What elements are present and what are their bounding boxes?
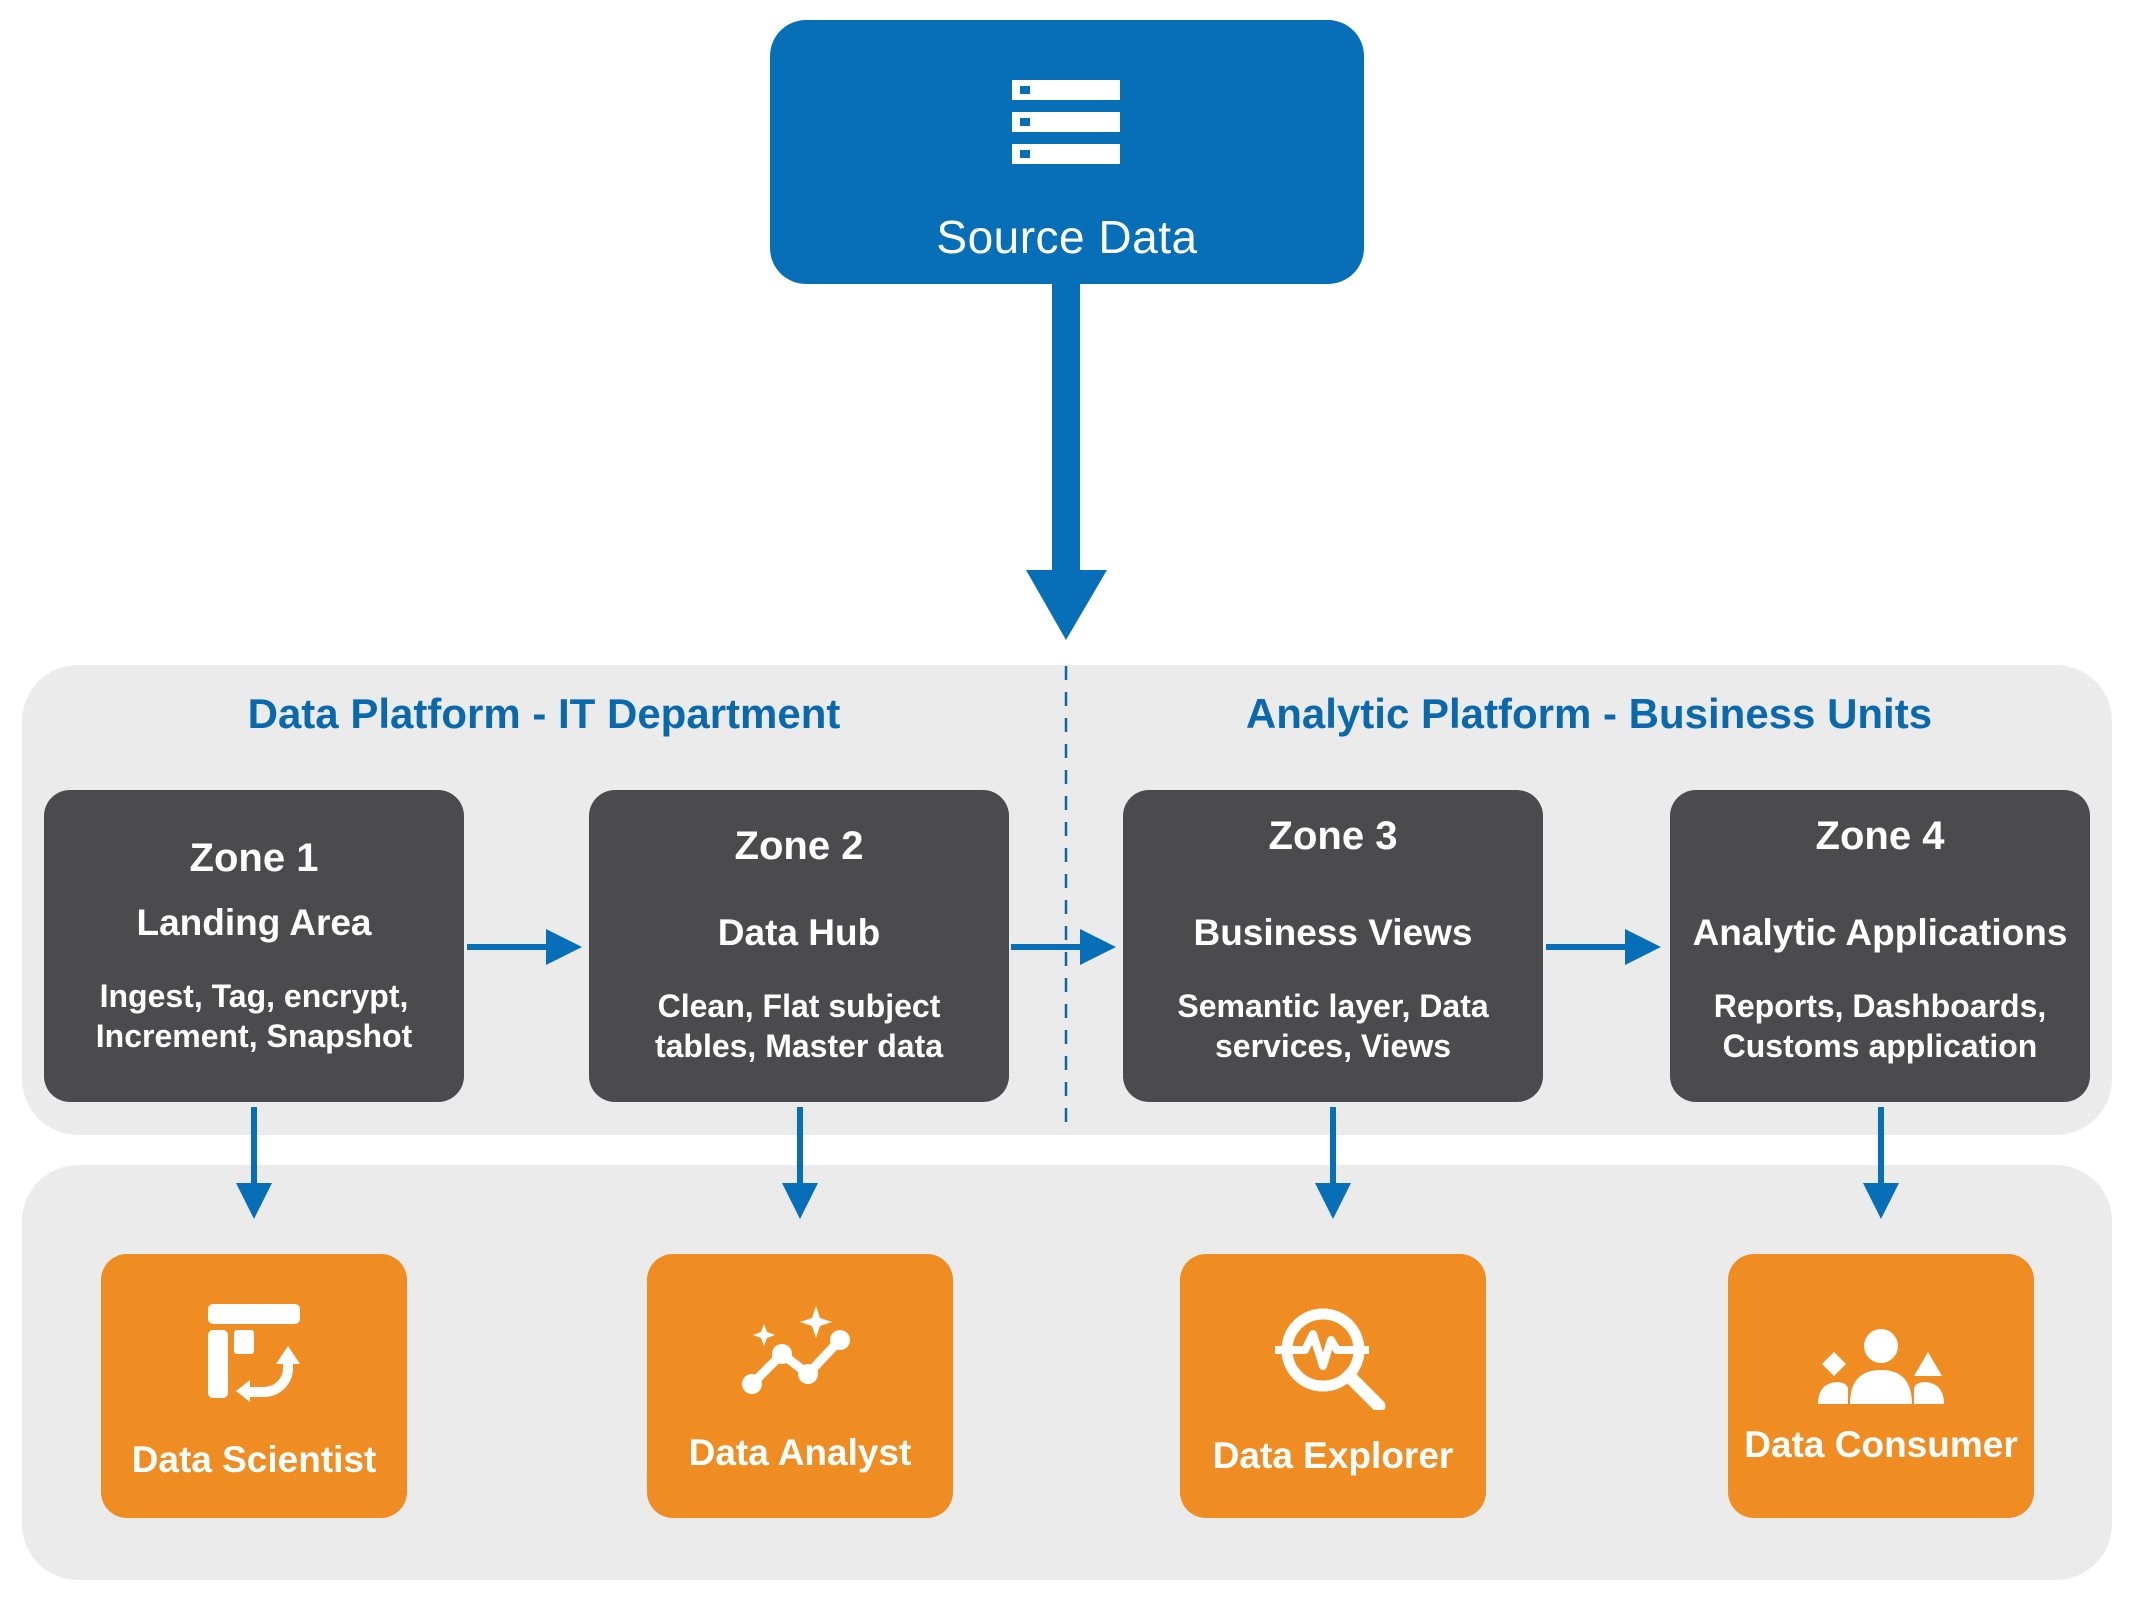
data-platform-title: Data Platform - IT Department <box>247 690 841 737</box>
data-analyst-card: Data Analyst <box>647 1254 953 1518</box>
search-pulse-icon <box>1275 1308 1386 1410</box>
zone-2-desc: Clean, Flat subject tables, Master data <box>654 988 944 1064</box>
source-arrow-shaft <box>1052 282 1080 572</box>
data-explorer-label: Data Explorer <box>1212 1435 1454 1476</box>
zone-4-box: Zone 4 Analytic Applications Reports, Da… <box>1670 790 2090 1102</box>
zone-1-desc: Ingest, Tag, encrypt, Increment, Snapsho… <box>95 978 413 1054</box>
zone-1-name: Zone 1 <box>189 836 319 880</box>
data-analyst-label: Data Analyst <box>688 1432 912 1473</box>
data-consumer-card: Data Consumer <box>1728 1254 2034 1518</box>
data-explorer-card: Data Explorer <box>1180 1254 1486 1518</box>
zone-1-title: Landing Area <box>136 902 372 943</box>
table-refresh-icon <box>208 1304 300 1402</box>
zone-4-desc: Reports, Dashboards, Customs application <box>1713 988 2047 1064</box>
zone-2-title: Data Hub <box>717 912 881 953</box>
source-data-box: Source Data <box>770 20 1364 284</box>
sparkle-trend-icon <box>742 1306 850 1394</box>
user-group-icon <box>1818 1329 1944 1404</box>
zone-2-box: Zone 2 Data Hub Clean, Flat subject tabl… <box>589 790 1009 1102</box>
zone-3-name: Zone 3 <box>1268 814 1398 858</box>
data-scientist-label: Data Scientist <box>131 1439 377 1480</box>
server-stack-icon <box>1012 80 1120 164</box>
data-scientist-card: Data Scientist <box>101 1254 407 1518</box>
zone-3-box: Zone 3 Business Views Semantic layer, Da… <box>1123 790 1543 1102</box>
zone-4-title: Analytic Applications <box>1692 912 2068 953</box>
source-arrow-head <box>1026 570 1107 640</box>
analytic-platform-title: Analytic Platform - Business Units <box>1245 690 1933 737</box>
data-consumer-label: Data Consumer <box>1744 1424 2018 1465</box>
zone-2-name: Zone 2 <box>734 824 864 868</box>
source-data-label: Source Data <box>936 211 1198 263</box>
zone-4-name: Zone 4 <box>1815 814 1945 858</box>
zone-3-desc: Semantic layer, Data services, Views <box>1177 988 1489 1064</box>
zone-1-box: Zone 1 Landing Area Ingest, Tag, encrypt… <box>44 790 464 1102</box>
zone-3-title: Business Views <box>1193 912 1473 953</box>
